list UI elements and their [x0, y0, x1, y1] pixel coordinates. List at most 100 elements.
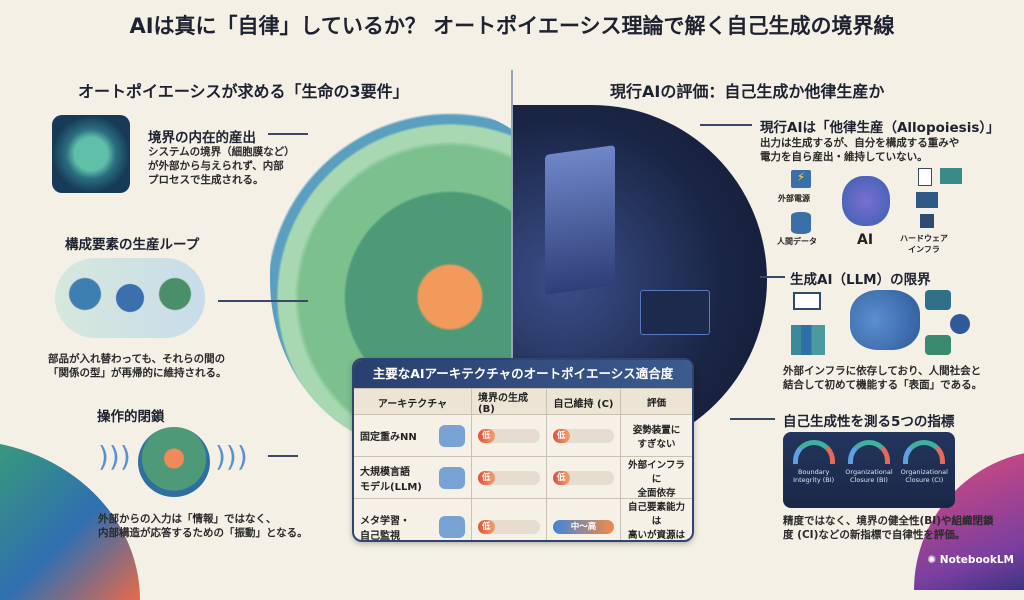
- eval-text: 自己要素能力は: [627, 502, 685, 527]
- gauge-icon: [903, 440, 946, 464]
- label-hardware: ハードウェア: [900, 234, 948, 243]
- level-badge: 低: [478, 428, 496, 443]
- level-badge: 低: [553, 471, 571, 485]
- connector-line: [268, 133, 308, 135]
- gauge-label: Organizational: [845, 468, 893, 476]
- connector-line: [218, 300, 308, 302]
- label-ai: AI: [857, 232, 874, 248]
- connector-line: [268, 455, 298, 457]
- city-icon: [791, 325, 825, 355]
- brain-icon: [842, 176, 890, 226]
- laptop-code-icon: [916, 192, 938, 208]
- eval-text: すぎない: [637, 438, 676, 450]
- allopoiesis-text: 電力を自ら産出・維持していない。: [760, 151, 928, 163]
- gear-loop-icon: [55, 258, 205, 338]
- cell-membrane-icon: [52, 115, 130, 193]
- level-badge: 低: [478, 520, 496, 534]
- item-loop-title: 構成要素の生産ループ: [65, 237, 200, 253]
- server-icon: [545, 145, 615, 295]
- level-badge: 低: [553, 428, 571, 443]
- image-icon: [940, 168, 962, 184]
- item-closure-text: 内部構造が応答するための「振動」となる。: [98, 527, 308, 539]
- arch-name: 自己監視: [360, 531, 400, 542]
- arch-name: モデル(LLM): [360, 482, 422, 493]
- metrics-text: 精度ではなく、境界の健全性(BI)や組織閉鎖: [783, 515, 994, 527]
- column-header: 自己維持 (C): [547, 389, 621, 415]
- code-window-icon: [640, 290, 710, 335]
- column-header: アーキテクチャ: [354, 389, 472, 415]
- neural-network-icon: [439, 424, 465, 447]
- table-row: 大規模言語モデル(LLM) 低 低 外部インフラに全面依存: [354, 456, 692, 499]
- notebooklm-label: NotebookLM: [939, 554, 1014, 566]
- allopoiesis-title: 現行AIは「他律生産（Allopoiesis）」: [760, 120, 1000, 136]
- table-row: 固定重みNN 低 低 姿勢装置にすぎない: [354, 414, 692, 456]
- laptop-icon: [793, 292, 821, 310]
- group-icon: [925, 335, 951, 355]
- label-data: 人間データ: [777, 237, 817, 246]
- lightning-icon: ⚡: [791, 170, 811, 188]
- document-icon: [918, 168, 932, 186]
- gauge-label: Boundary: [798, 468, 830, 476]
- connector-line: [730, 418, 775, 420]
- connector-line: [700, 124, 752, 126]
- boundary-level-bar: 低: [478, 428, 540, 443]
- vibration-waves-icon: ))): [215, 440, 248, 473]
- notebooklm-logo: ✺ NotebookLM: [927, 554, 1014, 566]
- gauge-label: Closure (BI): [850, 476, 888, 484]
- item-boundary-text: が外部から与えられず、内部: [148, 160, 284, 172]
- boundary-level-bar: 低: [478, 471, 540, 485]
- gauge-label: Organizational: [900, 468, 948, 476]
- eval-text: 高いが資源は外部: [627, 530, 685, 541]
- database-icon: [791, 212, 811, 234]
- column-header: 評価: [646, 398, 666, 409]
- item-loop-text: 「関係の型」が再帰的に維持される。: [48, 367, 227, 379]
- closed-cell-icon: [138, 427, 210, 497]
- gauge-label: Closure (CI): [905, 476, 944, 484]
- gauge-label: Integrity (BI): [793, 476, 835, 484]
- chip-icon: [920, 214, 934, 228]
- table-row: メタ学習・自己監視 低 中〜高 自己要素能力は高いが資源は外部: [354, 498, 692, 540]
- column-header: 境界の生成 (B): [472, 389, 547, 415]
- llm-limit-title: 生成AI（LLM）の限界: [790, 272, 931, 288]
- connector-line: [760, 276, 785, 278]
- gauge-icon: [847, 440, 890, 464]
- architecture-fit-table: 主要なAIアーキテクチャのオートポイエーシス適合度 アーキテクチャ 境界の生成 …: [352, 358, 694, 542]
- cycle-icon: [439, 516, 465, 538]
- llm-limit-text: 外部インフラに依存しており、人間社会と: [783, 365, 982, 377]
- maintenance-level-bar: 中〜高: [553, 520, 614, 534]
- level-badge: 低: [478, 471, 496, 485]
- arch-name: メタ学習・: [360, 516, 410, 527]
- boundary-level-bar: 低: [478, 520, 540, 534]
- metrics-title: 自己生成性を測る5つの指標: [783, 414, 955, 430]
- item-boundary-text: プロセスで生成される。: [148, 174, 264, 186]
- eval-text: 姿勢装置に: [632, 424, 681, 436]
- allopoiesis-text: 出力は生成するが、自分を構成する重みや: [760, 137, 960, 149]
- eval-text: 外部インフラに: [628, 460, 685, 485]
- people-icon: [925, 290, 951, 310]
- table-header-row: アーキテクチャ 境界の生成 (B) 自己維持 (C) 評価: [354, 388, 692, 415]
- table-title: 主要なAIアーキテクチャのオートポイエーシス適合度: [354, 360, 692, 388]
- cloud-brain-icon: [439, 467, 465, 489]
- right-heading: 現行AIの評価：自己生成か他律生産か: [610, 82, 885, 101]
- label-hardware: インフラ: [908, 245, 940, 254]
- page-title: AIは真に「自律」しているか？ オートポイエーシス理論で解く自己生成の境界線: [129, 14, 895, 38]
- left-heading: オートポイエーシスが求める「生命の3要件」: [78, 82, 409, 101]
- arch-name: 固定重みNN: [360, 432, 417, 443]
- maintenance-level-bar: 低: [553, 428, 614, 443]
- item-boundary-title: 境界の内在的産出: [148, 130, 256, 146]
- item-boundary-text: システムの境界（細胞膜など）: [148, 146, 295, 158]
- item-loop-text: 部品が入れ替わっても、それらの間の: [48, 353, 226, 365]
- gauge-icon: [792, 440, 835, 464]
- level-badge: 中〜高: [553, 520, 614, 534]
- llm-limit-text: 結合して初めて機能する「表面」である。: [783, 379, 983, 391]
- item-closure-text: 外部からの入力は「情報」ではなく、: [98, 513, 277, 525]
- item-closure-title: 操作的閉鎖: [97, 409, 165, 425]
- eval-text: 全面依存: [637, 488, 676, 499]
- globe-icon: [950, 314, 970, 334]
- vibration-waves-icon: ))): [98, 440, 131, 473]
- divider: [511, 70, 513, 540]
